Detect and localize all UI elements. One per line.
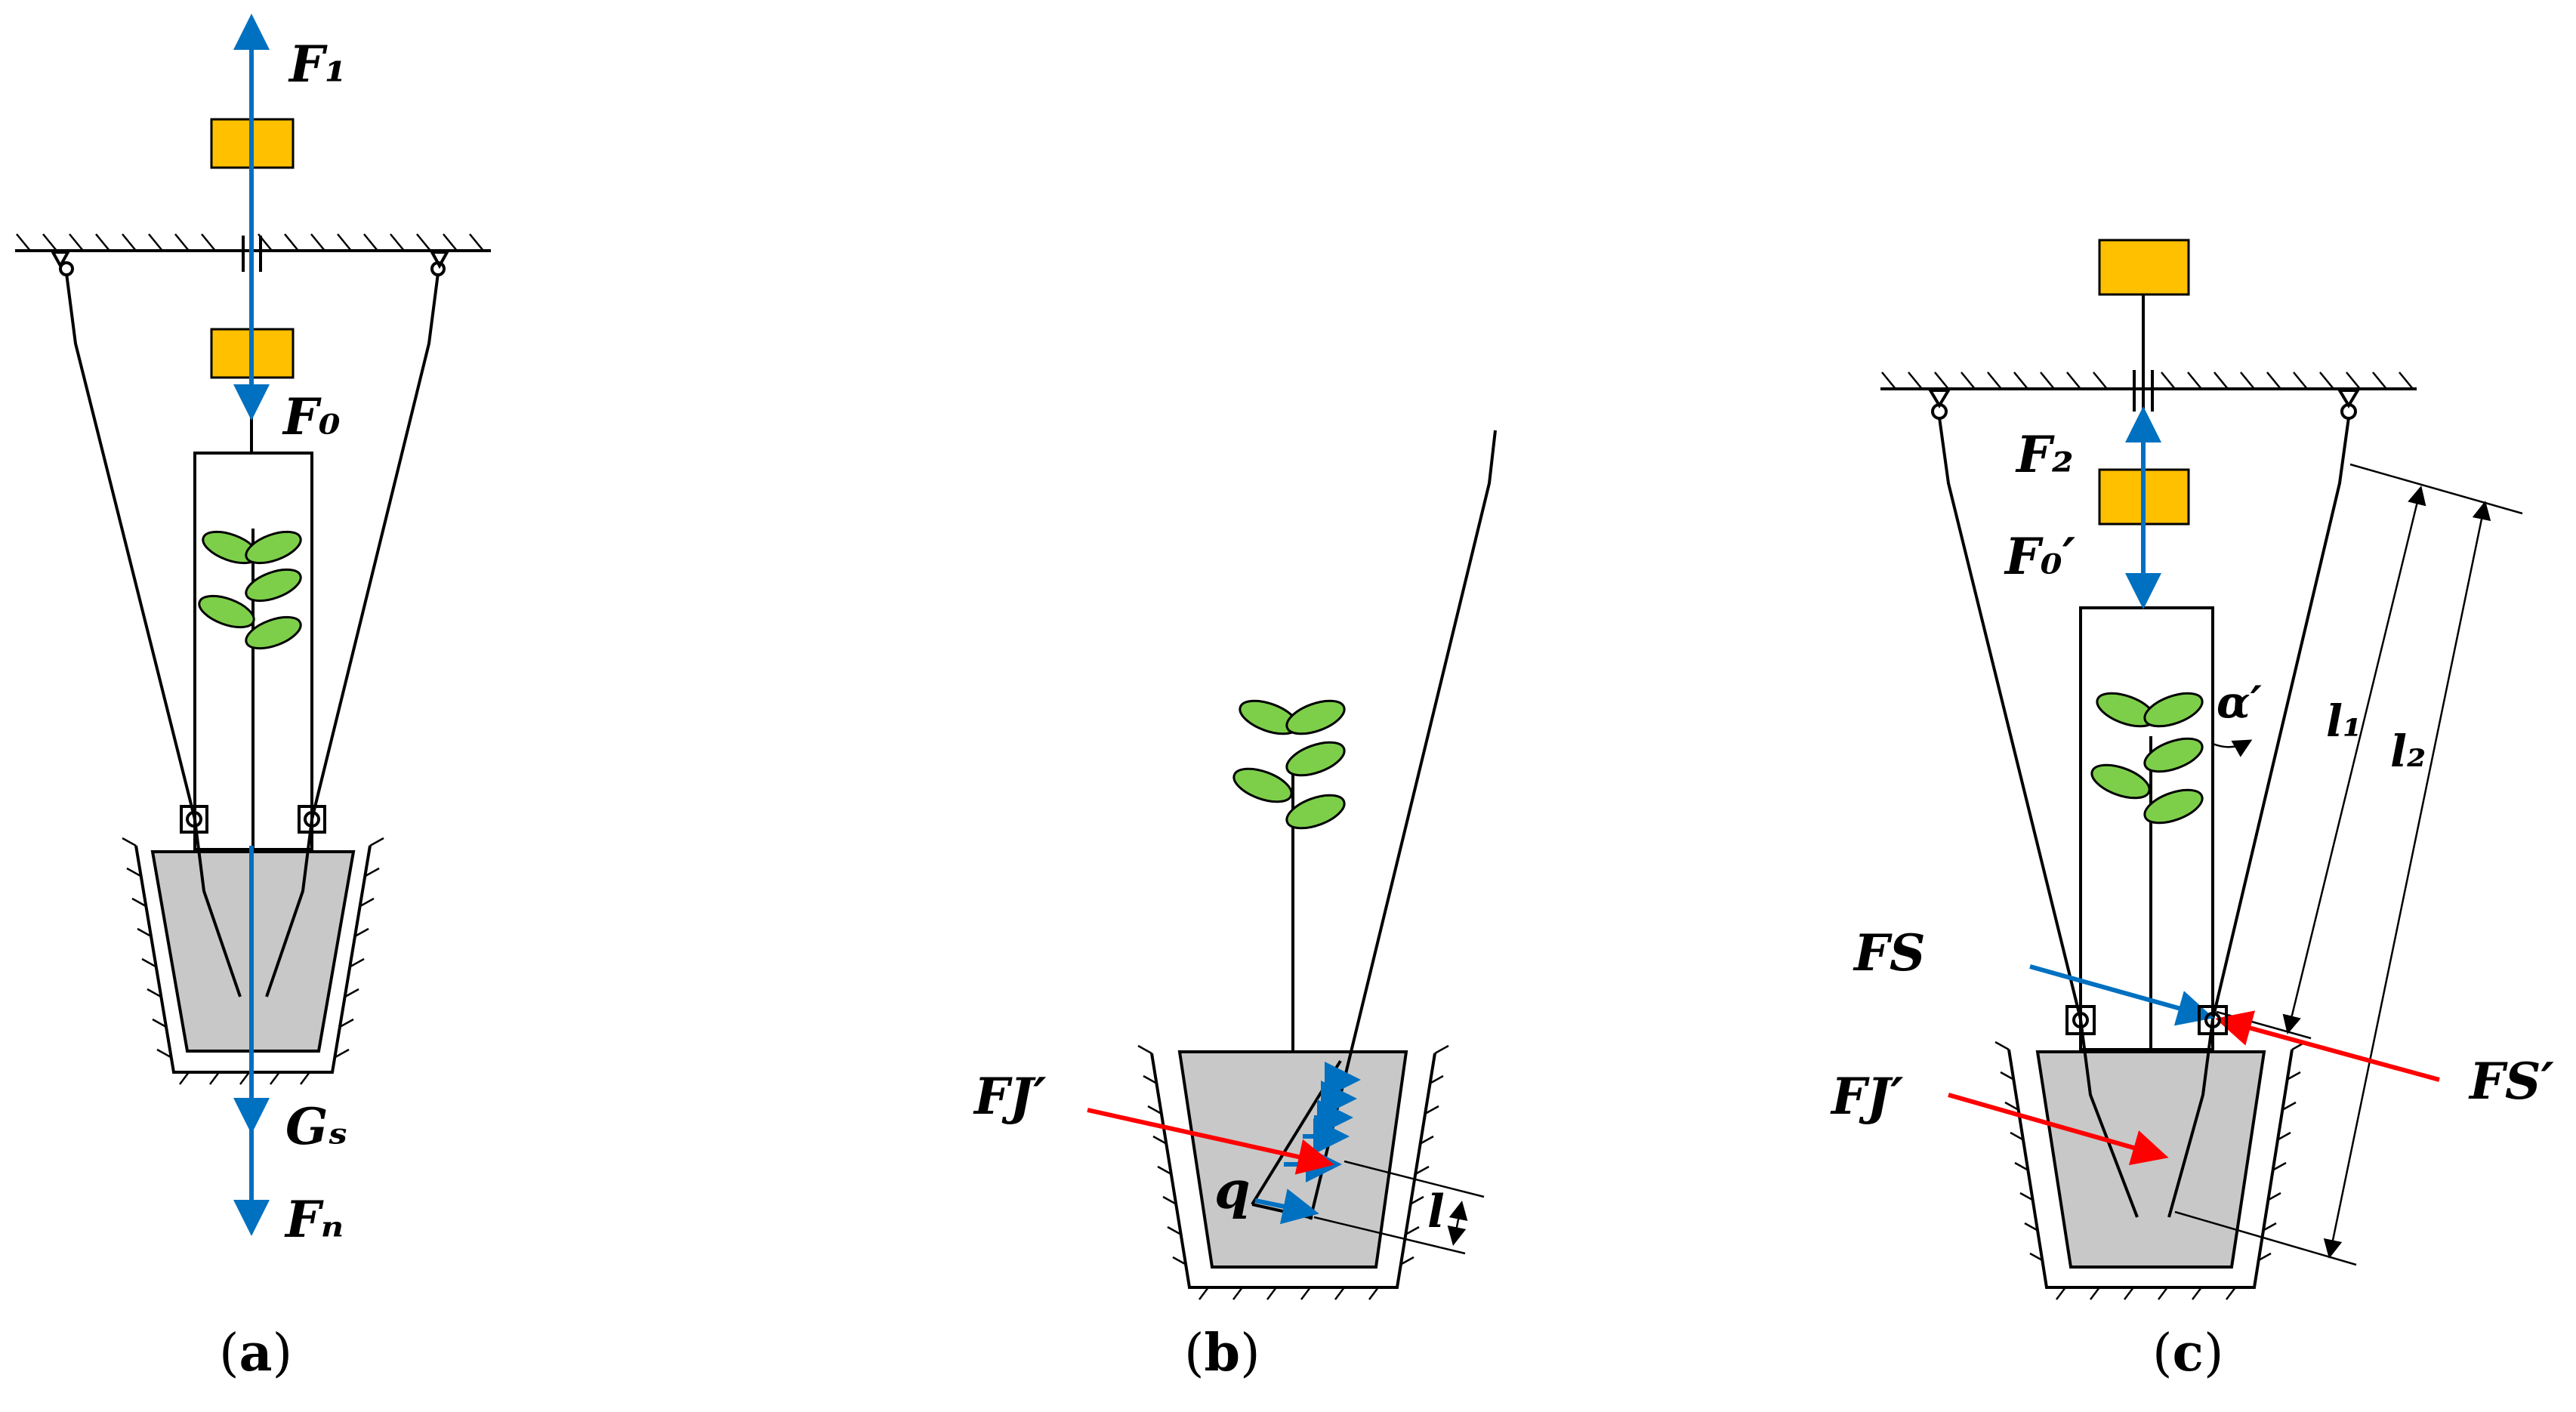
- leaves-b: [1232, 699, 1346, 830]
- cable-left-a: [65, 273, 196, 820]
- clamp-right-a: [298, 805, 326, 834]
- label-fj-b: FJ′: [973, 1067, 1047, 1126]
- leaves-a: [198, 530, 302, 650]
- pulley-right-c: [2337, 389, 2361, 408]
- force-fs-arrow: [2029, 964, 2214, 1026]
- cable-right-a: [310, 273, 440, 820]
- cable-left-c: [1938, 417, 2082, 1020]
- label-f0p: F₀′: [2004, 527, 2075, 586]
- label-f0: F₀: [282, 387, 341, 446]
- needle-right-a: [265, 819, 313, 997]
- label-f1: F₁: [288, 35, 347, 94]
- needle-left-a: [193, 819, 242, 997]
- panel-a: F₁ F₀ Gₛ Fₙ (a): [15, 14, 491, 1383]
- label-l1: l₁: [2326, 695, 2362, 747]
- pulley-left-c: [1927, 389, 1951, 408]
- dim-l2-line: [2323, 501, 2491, 1259]
- label-alpha: α′: [2217, 677, 2262, 728]
- needle-b: [1309, 430, 1497, 1220]
- ceiling-hatch-a: [16, 233, 484, 251]
- sensor-block-top-c: [2098, 239, 2190, 296]
- dim-l-arrow-b: [1447, 1201, 1468, 1246]
- panel-b: FJ′ q l (b): [973, 430, 1497, 1383]
- label-fn: Fₙ: [284, 1190, 344, 1249]
- pulley-wheel-left-a: [59, 261, 74, 276]
- needle-right-c: [2167, 1019, 2214, 1218]
- force-fsp-arrow: [2215, 1010, 2440, 1082]
- dim-ext-bottom-b: [1313, 1216, 1466, 1255]
- caption-c: (c): [2152, 1323, 2223, 1383]
- label-fj-c: FJ′: [1830, 1067, 1904, 1126]
- force-fj-arrow-c: [1948, 1093, 2169, 1166]
- leaves-c: [2090, 692, 2204, 825]
- dim-ext-top-c: [2349, 463, 2523, 515]
- pulley-left-a: [50, 251, 71, 270]
- label-l-b: l: [1427, 1185, 1445, 1238]
- caption-a: (a): [219, 1323, 292, 1383]
- pot-c: [1994, 1041, 2306, 1300]
- label-gs: Gₛ: [285, 1097, 347, 1156]
- cable-right-c: [2211, 417, 2350, 1020]
- needle-left-c: [2079, 1019, 2139, 1218]
- label-fsp: FS′: [2468, 1052, 2554, 1111]
- force-fj-arrow-b: [1087, 1108, 1334, 1175]
- label-l2: l₂: [2390, 726, 2426, 777]
- angle-alpha-arc: [2212, 739, 2253, 757]
- clamp-left-a: [180, 805, 208, 834]
- label-fs: FS: [1853, 923, 1926, 982]
- pot-b: [1137, 1044, 1449, 1300]
- clamp-right-c: [2198, 1005, 2228, 1035]
- dim-ext-top-b: [1344, 1160, 1485, 1198]
- panel-c: F₂ F₀′ α′ l₁ l₂ FS FS′ FJ′ (c): [1830, 239, 2554, 1383]
- clamp-left-c: [2065, 1005, 2096, 1035]
- pulley-right-a: [429, 251, 450, 270]
- label-f2: F₂: [2015, 425, 2074, 484]
- label-q: q: [1214, 1161, 1251, 1221]
- ceiling-hatch-c: [1881, 371, 2414, 390]
- gripper-frame-c: [2079, 606, 2214, 1051]
- caption-b: (b): [1184, 1323, 1260, 1383]
